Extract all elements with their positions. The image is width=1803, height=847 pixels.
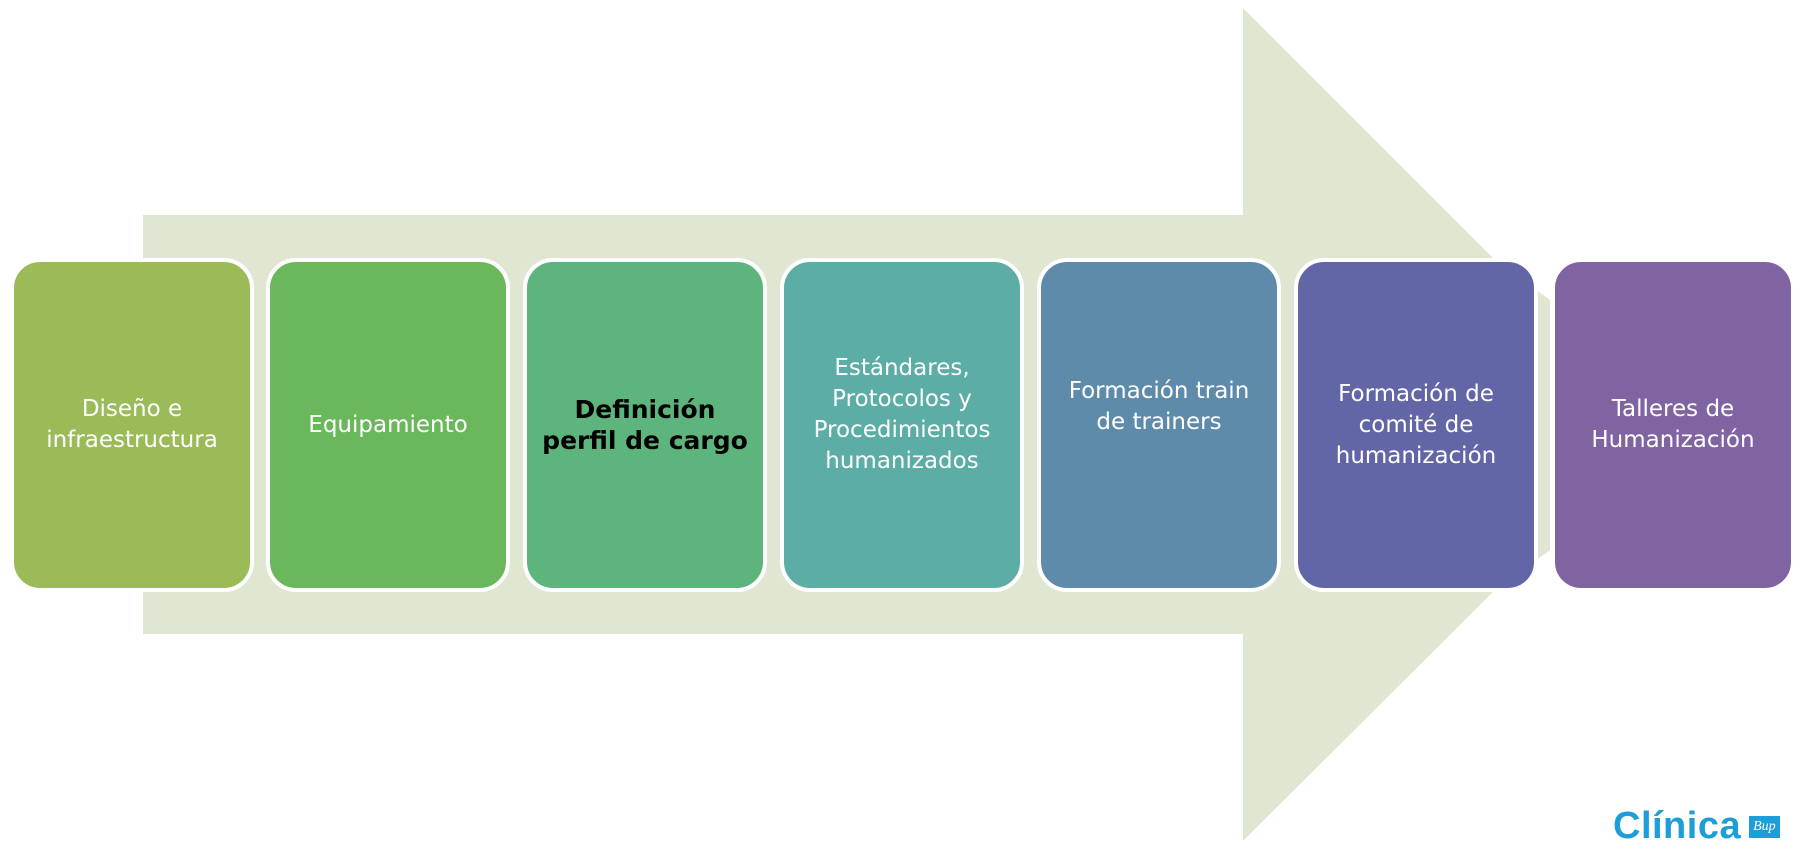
step-humanization-workshops: Talleres de Humanización [1551, 258, 1795, 592]
step-job-profile-definition: Definición perfil de cargo [523, 258, 767, 592]
step-train-the-trainers: Formación train de trainers [1037, 258, 1281, 592]
step-label: Equipamiento [308, 411, 468, 438]
clinic-logo: Clínica Bup [1613, 806, 1780, 846]
step-label: Formación train de trainers [1068, 378, 1250, 435]
step-label: Talleres de Humanización [1591, 396, 1755, 453]
step-standards-protocols: Estándares, Protocolos y Procedimientos … [780, 258, 1024, 592]
logo-badge: Bup [1749, 816, 1780, 838]
step-label: Formación de comité de humanización [1335, 380, 1497, 469]
step-label: Diseño e infraestructura [46, 396, 218, 453]
step-label: Estándares, Protocolos y Procedimientos … [813, 355, 991, 474]
step-design-infrastructure: Diseño e infraestructura [10, 258, 254, 592]
step-humanization-committee: Formación de comité de humanización [1294, 258, 1538, 592]
logo-wordmark: Clínica [1613, 805, 1742, 847]
step-equipment: Equipamiento [266, 258, 510, 592]
step-label: Definición perfil de cargo [542, 395, 748, 455]
